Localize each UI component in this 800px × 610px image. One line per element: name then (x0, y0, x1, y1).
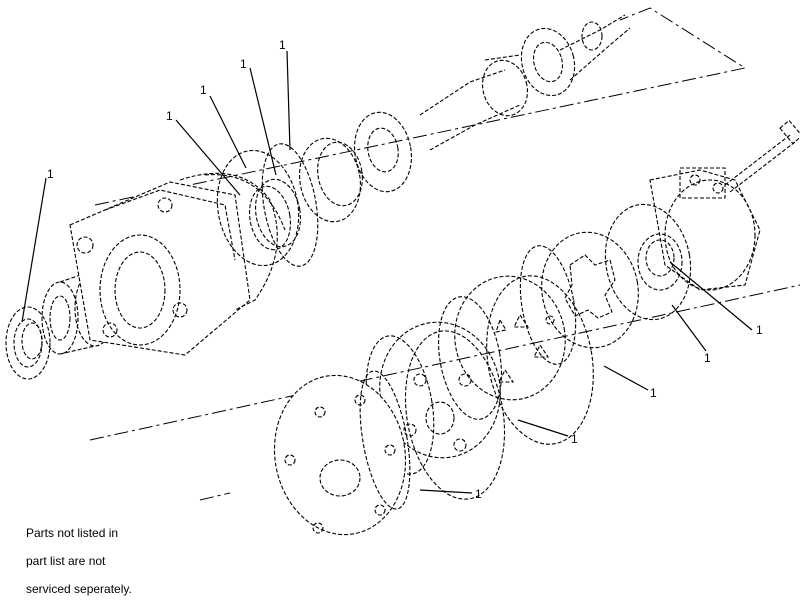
service-note-line: serviced seperately. (26, 582, 132, 596)
callout-leaders (21, 50, 753, 494)
output-shaft (419, 27, 576, 151)
callout-label: 1 (475, 487, 482, 501)
explosion-boundary-lines (89, 7, 800, 501)
seal-ring-stack (216, 143, 319, 267)
balance-plate (604, 203, 692, 321)
callout-label: 1 (571, 432, 578, 446)
thrust-bearing (354, 111, 412, 193)
end-cap-housing (649, 167, 761, 291)
drive-shaft (559, 14, 631, 81)
callout-label: 1 (756, 323, 763, 337)
tie-bolt (724, 119, 800, 193)
callout-label: 1 (47, 167, 54, 181)
plate-seal-rings (404, 275, 594, 500)
shaft-seal (5, 306, 51, 380)
callout-label: 1 (650, 386, 657, 400)
service-note-line: Parts not listed in (26, 526, 119, 540)
callout-label: 1 (166, 109, 173, 123)
end-plate (273, 370, 411, 536)
callout-label: 1 (240, 57, 247, 71)
mounting-flange-housing (69, 172, 286, 356)
gerotor-set (519, 231, 639, 365)
commutator-plate (438, 275, 566, 420)
bearing-cage (299, 137, 363, 223)
exploded-parts-diagram: 1 1 1 1 1 1 1 1 1 1 (5, 7, 800, 536)
callout-label: 1 (279, 38, 286, 52)
callout-label: 1 (200, 83, 207, 97)
service-note: Parts not listed in part list are not se… (26, 512, 186, 610)
callout-label: 1 (704, 351, 711, 365)
callout-labels: 1 1 1 1 1 1 1 1 1 1 (47, 38, 763, 501)
service-note-line: part list are not (26, 554, 106, 568)
